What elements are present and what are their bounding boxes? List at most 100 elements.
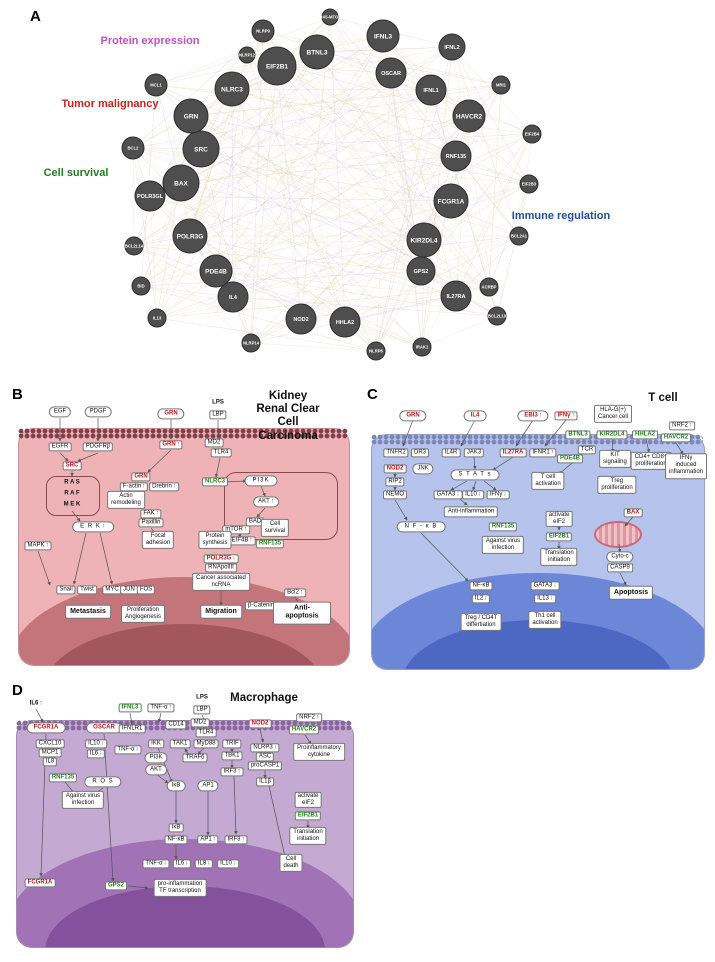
il10-label: IL10↓ <box>85 739 107 749</box>
tnfr2-label: TNFR2 <box>383 448 409 458</box>
svg-text:BCL2L14: BCL2L14 <box>125 243 144 248</box>
ifnlr1-label: IFNLR1 <box>118 724 146 734</box>
against-virus-infection-label: Against virus infection <box>61 790 105 810</box>
rnf135-label: RNF135 <box>488 522 518 532</box>
akt-label: AKT↑ <box>253 496 279 508</box>
cancer-associated-ncrna-label: Cancer associated ncRNA <box>192 572 250 592</box>
svg-text:BTNL3: BTNL3 <box>307 49 328 56</box>
ebi3-label: EBI3↑ <box>517 410 549 422</box>
ikk-label: IKK <box>148 739 164 749</box>
network-node-bax: BAX <box>162 164 200 202</box>
nrf2-label: NRF2↑ <box>296 713 322 723</box>
svg-text:MRI1: MRI1 <box>496 82 507 87</box>
network-node-il4: IL4 <box>217 281 249 313</box>
svg-text:IFNL3: IFNL3 <box>374 33 392 40</box>
grn-label: GRN <box>399 410 427 422</box>
egf-label: EGF <box>48 406 72 418</box>
polr3g-label: POLR3G↓ <box>203 554 239 564</box>
eif4b-label: EIF4B↑ <box>228 536 256 546</box>
svg-text:BCL2: BCL2 <box>128 145 140 150</box>
drebrin-label: Drebrin↑ <box>149 482 179 492</box>
network-node-ifnl3: IFNL3 <box>366 19 400 53</box>
against-virus-infection-label: Against virus infection <box>481 535 525 555</box>
il10-label: IL10↓ <box>462 490 484 500</box>
network-node-btnl3: BTNL3 <box>299 34 335 70</box>
kit-signaling-label: KIT signaling <box>599 449 631 469</box>
network-node-bcl2l10: BCL2L10 <box>487 306 507 326</box>
md2-label: MD2 <box>190 718 210 728</box>
network-node-grn: GRN <box>173 98 209 134</box>
irf3-label: IRF3↑ <box>220 767 244 777</box>
network-node-nlrp14: NLRP14 <box>241 333 261 353</box>
svg-text:NLRP12: NLRP12 <box>239 52 256 57</box>
tlr4-label: TLR4 <box>195 728 217 738</box>
r-o-s-label: R O S <box>84 776 122 788</box>
nf-b-label: NF-κB <box>469 581 493 591</box>
network-node-eif2b1: EIF2B1 <box>257 46 297 86</box>
hla-g-cancer-cell-label: HLA-G(+) Cancer cell <box>593 404 633 424</box>
btnl3-label: BTNL3 <box>565 430 591 440</box>
network-node-bid: BID <box>131 276 151 296</box>
panel-b-title: Kidney Renal Clear Cell Carcinoma <box>256 390 320 442</box>
ifn-label: IFNγ↓ <box>486 490 510 500</box>
akt-label: AKT <box>145 764 167 776</box>
il6-label: IL6↑ <box>29 700 43 707</box>
rip2-label: RIP2 <box>385 477 405 487</box>
activate-eif2-label: activate eIF2 <box>545 510 573 528</box>
svg-text:NLRP14: NLRP14 <box>243 340 260 345</box>
i-b-label: IκB <box>166 780 186 792</box>
network-node-mri1: MRI1 <box>491 75 511 95</box>
anti-apoptosis-label: Anti-apoptosis <box>273 601 331 625</box>
tnf-label: TNF-α↓ <box>142 859 170 869</box>
network-node-mcl1: MCL1 <box>144 73 168 97</box>
jak3-label: JAK3 <box>463 448 485 458</box>
s-t-a-t-s-label: S T A T s <box>450 469 500 481</box>
svg-text:NLRP6: NLRP6 <box>369 348 383 353</box>
svg-text:MCL1: MCL1 <box>150 82 162 87</box>
gps2-label: GPS2 <box>104 881 128 891</box>
network-node-pde4b: PDE4B <box>199 254 233 288</box>
svg-text:BCL2A1: BCL2A1 <box>511 233 528 238</box>
panel-d-title: Macrophage <box>230 692 298 704</box>
fcgr1a-label: FCGR1A <box>26 722 66 734</box>
mcp1-label: MCP1 <box>38 748 62 758</box>
svg-text:NLRP9: NLRP9 <box>256 28 270 33</box>
network-node-ifnl2: IFNL2 <box>438 33 466 61</box>
cell-survival-label: Cell survival <box>260 518 290 538</box>
tnf-label: TNF-α↑ <box>147 703 175 713</box>
il13-label: IL13↓ <box>534 594 556 604</box>
pi3k-label: PI3K <box>144 752 168 764</box>
casp9-label: CASP9 <box>607 563 633 573</box>
ifn-induced-inflammation-label: IFNγ induced inflammation <box>664 453 708 479</box>
grn-label: GRN↑ <box>159 440 183 450</box>
bax-label: BAX <box>623 508 643 518</box>
network-node-bcl2: BCL2 <box>121 136 145 160</box>
cell-membrane <box>371 434 703 445</box>
network-node-kir2dl4: KIR2DL4 <box>406 222 442 258</box>
svg-text:OSCAR: OSCAR <box>381 71 401 77</box>
paxillin-label: Paxillin <box>138 518 164 528</box>
svg-text:GPS2: GPS2 <box>414 269 429 275</box>
svg-text:NLRC3: NLRC3 <box>221 86 243 93</box>
panel-b-letter: B <box>12 386 23 403</box>
svg-text:IFNL2: IFNL2 <box>444 45 459 51</box>
protein-synthesis-label: Protein synthesis <box>198 530 232 550</box>
pro-inflammation-tf-transcription-label: pro-inflammation TF transcription <box>153 878 207 898</box>
lps-label: LPS <box>196 694 208 701</box>
cxcl10-label: CXCL10 <box>35 739 65 749</box>
network-node-hhla2: HHLA2 <box>329 306 361 338</box>
svg-text:BCL2L10: BCL2L10 <box>488 313 507 318</box>
panel-c-letter: C <box>367 386 378 403</box>
t-cell-activation-label: T cell activation <box>531 471 565 491</box>
network-node-rnf135: RNF135 <box>440 140 472 172</box>
network-node-nlrp12: NLRP12 <box>238 46 256 64</box>
m-e-k-label: M E K <box>63 501 81 508</box>
i-b-label: IκB <box>168 823 184 833</box>
migration-label: Migration <box>200 604 242 620</box>
svg-text:SRC: SRC <box>194 146 208 153</box>
il8-label: IL8↓ <box>194 859 214 869</box>
il1-label: IL1β <box>256 777 274 787</box>
